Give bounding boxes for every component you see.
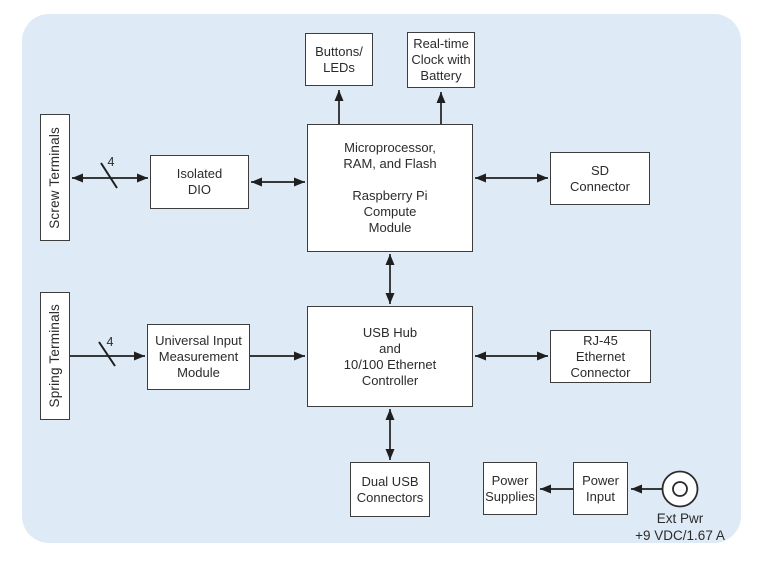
bus-width-label-screw: 4 [108, 155, 115, 169]
block-usb-hub: USB Hub and 10/100 Ethernet Controller [307, 306, 473, 407]
block-label: Spring Terminals [47, 304, 62, 408]
block-screw-terminals: Screw Terminals [40, 114, 70, 241]
block-spring-terminals: Spring Terminals [40, 292, 70, 420]
block-power-input: Power Input [573, 462, 628, 515]
diagram-background-panel [22, 14, 741, 543]
block-isolated-dio: Isolated DIO [150, 155, 249, 209]
ext-pwr-caption: Ext Pwr +9 VDC/1.67 A [635, 511, 725, 543]
block-realtime-clock: Real-time Clock with Battery [407, 32, 475, 88]
block-dual-usb: Dual USB Connectors [350, 462, 430, 517]
block-label: Screw Terminals [47, 126, 62, 229]
block-sd-connector: SD Connector [550, 152, 650, 205]
block-buttons-leds: Buttons/ LEDs [305, 33, 373, 86]
block-universal-input: Universal Input Measurement Module [147, 324, 250, 390]
block-microprocessor: Microprocessor, RAM, and Flash Raspberry… [307, 124, 473, 252]
block-rj45-connector: RJ-45 Ethernet Connector [550, 330, 651, 383]
bus-width-slash-spring [98, 341, 116, 367]
block-power-supplies: Power Supplies [483, 462, 537, 515]
bus-width-slash-screw [100, 162, 118, 189]
bus-width-label-spring: 4 [107, 335, 114, 349]
ext-pwr-connector-icon [661, 470, 699, 508]
